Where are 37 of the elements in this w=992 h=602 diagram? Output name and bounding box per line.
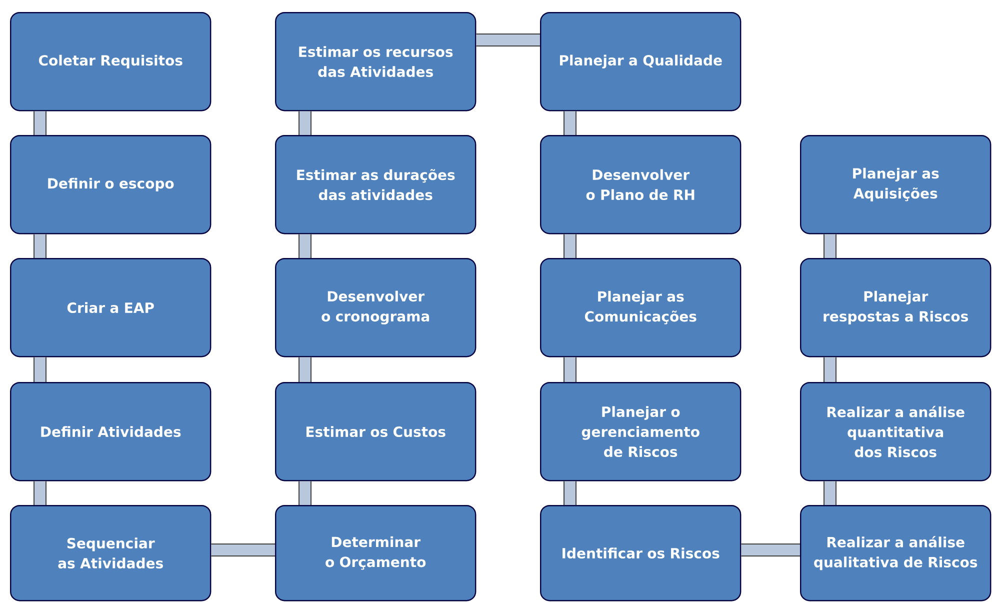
connector [476,34,540,46]
connector [34,234,46,258]
connector [34,111,46,135]
process-box: Estimar as durações das atividades [275,135,476,234]
process-box: Planejar as Aquisições [800,135,992,234]
process-box: Definir o escopo [10,135,212,234]
connector [564,234,576,258]
connector [564,111,576,135]
connector [741,544,800,556]
process-box: Sequenciar as Atividades [10,505,212,602]
process-box: Criar a EAP [10,258,212,358]
connector [211,544,275,556]
process-box: Definir Atividades [10,382,212,482]
process-box: Determinar o Orçamento [275,505,476,602]
process-box: Estimar os recursos das Atividades [275,12,476,112]
process-box: Coletar Requisitos [10,12,212,112]
process-box: Estimar os Custos [275,382,476,482]
process-box: Planejar as Comunicações [540,258,742,358]
connector [298,234,312,258]
process-box: Planejar o gerenciamento de Riscos [540,382,742,482]
connector [34,357,46,382]
connector [824,234,836,258]
process-box: Planejar a Qualidade [540,12,742,112]
process-box: Realizar a análise qualitativa de Riscos [800,505,992,602]
process-box: Desenvolver o cronograma [275,258,476,358]
process-box: Realizar a análise quantitativa dos Riscos [800,382,992,482]
process-box: Desenvolver o Plano de RH [540,135,742,234]
connector [824,481,836,505]
connector [564,357,576,382]
process-box: Planejar respostas a Riscos [800,258,992,358]
connector [298,481,312,505]
connector [298,357,312,382]
connector [298,111,312,135]
process-box: Identificar os Riscos [540,505,742,602]
connector [824,357,836,382]
connector [34,481,46,505]
connector [564,481,576,505]
